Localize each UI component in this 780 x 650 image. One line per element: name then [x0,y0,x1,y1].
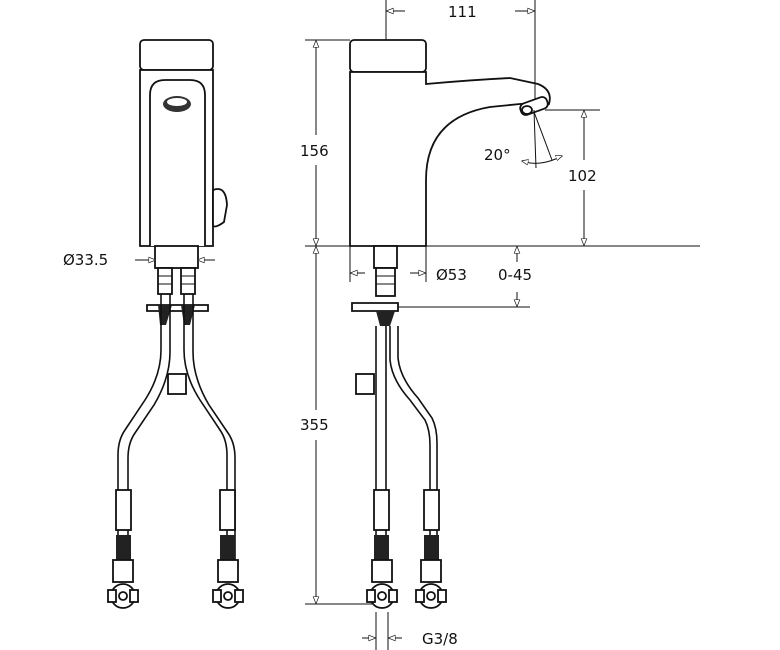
dim-body-height: 156 [300,142,329,160]
dim-body-diameter: Ø53 [436,266,467,284]
dim-spout-reach: 111 [448,3,477,21]
sensor-window-icon [149,79,206,246]
side-body [349,71,551,247]
side-view [349,39,551,609]
front-hose-right [183,294,228,560]
lever-icon [212,188,228,228]
dim-spout-angle: 20° [484,146,511,164]
valve-icon [415,559,447,609]
valve-icon [366,559,398,609]
dim-spout-height: 102 [568,167,597,185]
valve-icon [212,559,244,609]
dim-hose-length: 355 [300,416,329,434]
front-view [107,39,244,609]
valve-icon [107,559,139,609]
dim-deck-thickness: 0-45 [498,266,532,284]
dim-base-diameter: Ø33.5 [63,251,108,269]
front-hose-left [117,294,162,560]
dim-connection-thread: G3/8 [422,630,458,648]
front-cap [139,39,214,71]
